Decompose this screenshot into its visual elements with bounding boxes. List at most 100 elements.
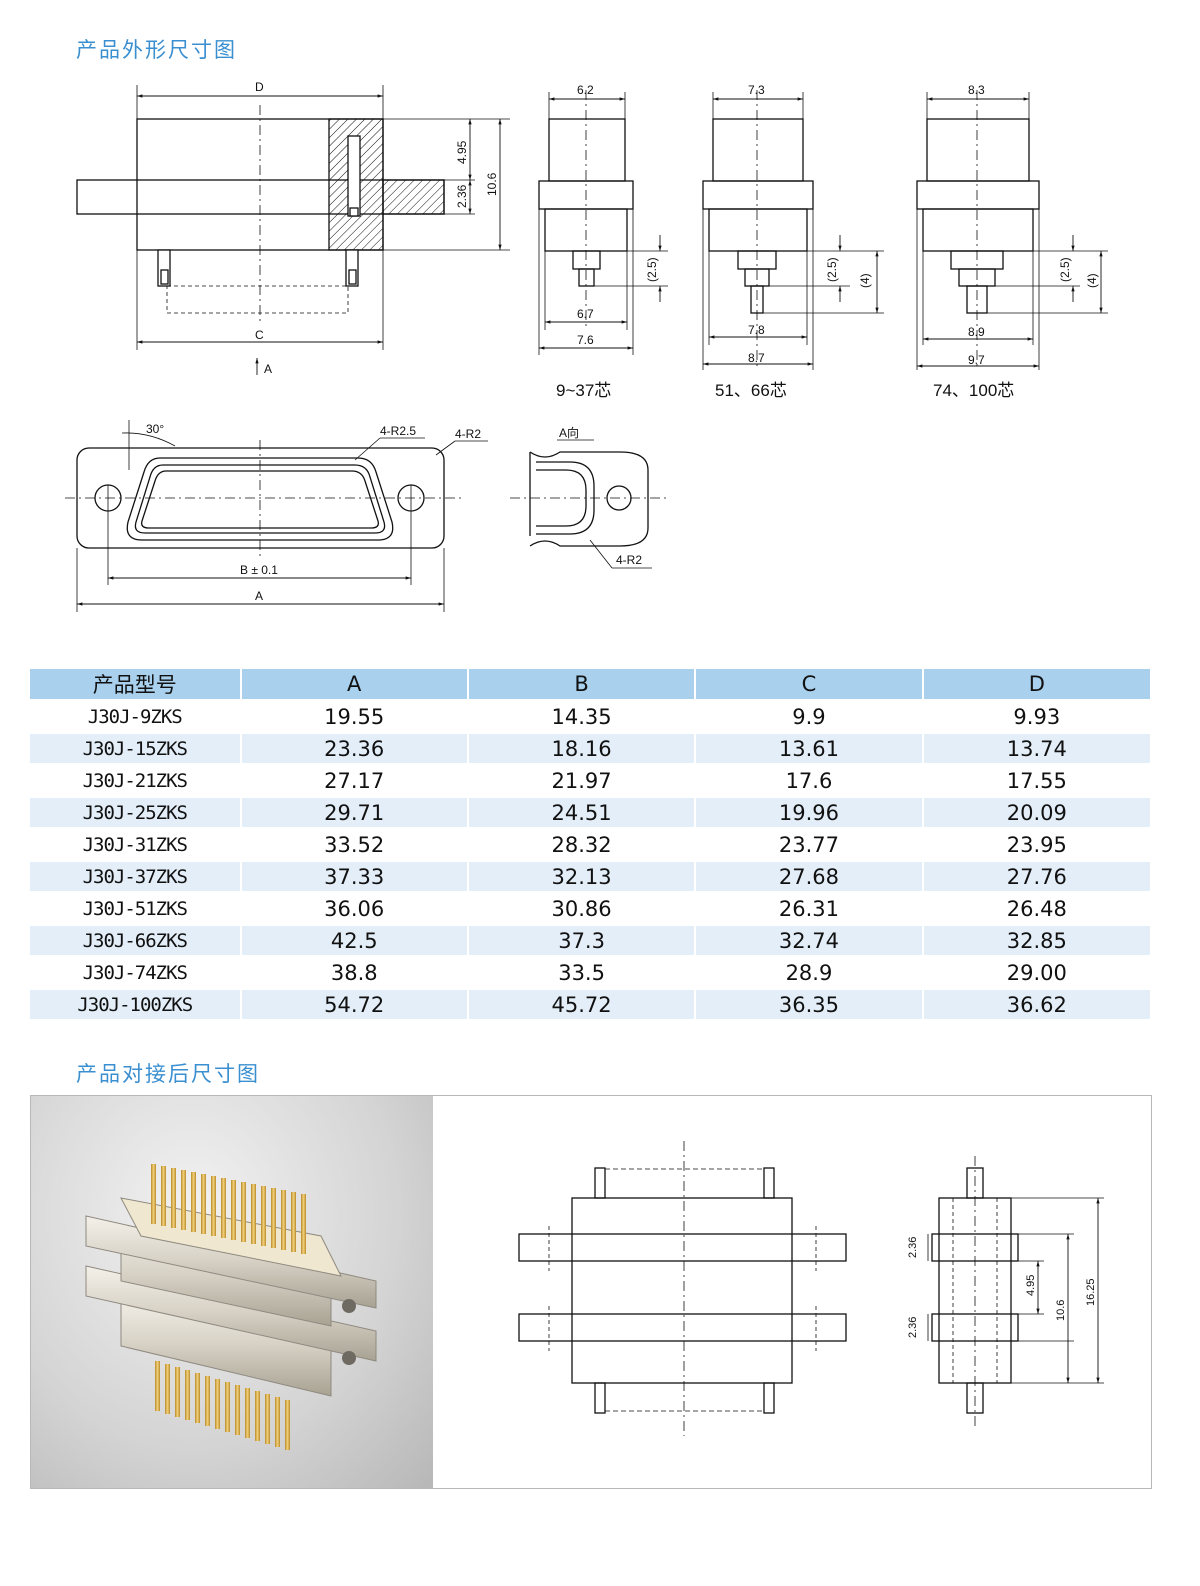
cell-d: 20.09 <box>923 798 1152 830</box>
sv1-caption: 9~37芯 <box>556 381 611 400</box>
cell-model: J30J-9ZKS <box>30 702 242 734</box>
table-header-row: 产品型号 A B C D <box>30 669 1152 702</box>
cell-c: 9.9 <box>696 702 924 734</box>
cell-a: 36.06 <box>241 894 469 926</box>
cell-b: 37.3 <box>468 926 697 958</box>
outline-drawing: D C A 4.95 2.36 10.6 6.2 6.7 7.6 (2.5) 9… <box>65 80 1108 612</box>
sv1-bottom-dim: 7.6 <box>577 333 594 347</box>
cell-c: 27.68 <box>696 862 924 894</box>
table-row: J30J-100ZKS 54.72 45.72 36.35 36.62 <box>30 990 1152 1022</box>
mated-dim-2-36-bottom: 2.36 <box>907 1317 919 1338</box>
cell-model: J30J-15ZKS <box>30 734 242 766</box>
cell-c: 23.77 <box>696 830 924 862</box>
dim-4-95: 4.95 <box>455 140 469 164</box>
outline-section-title: 产品外形尺寸图 <box>76 38 237 62</box>
sv3-mid-dim: 8.9 <box>968 325 985 339</box>
a-view-title: A向 <box>559 425 579 440</box>
cell-a: 29.71 <box>241 798 469 830</box>
sv1-top-dim: 6.2 <box>577 83 594 97</box>
sv3-top-dim: 8.3 <box>968 83 985 97</box>
cell-c: 28.9 <box>696 958 924 990</box>
front-view <box>65 420 488 612</box>
sv1-pin-dim: (2.5) <box>645 257 659 282</box>
cell-a: 42.5 <box>241 926 469 958</box>
table-row: J30J-15ZKS 23.36 18.16 13.61 13.74 <box>30 734 1152 766</box>
cell-b: 21.97 <box>468 766 697 798</box>
header-a: A <box>241 669 469 702</box>
cell-c: 26.31 <box>696 894 924 926</box>
cell-d: 36.62 <box>923 990 1152 1022</box>
cell-d: 23.95 <box>923 830 1152 862</box>
radius-r2-5: 4-R2.5 <box>380 424 416 438</box>
table-row: J30J-9ZKS 19.55 14.35 9.9 9.93 <box>30 702 1152 734</box>
sv3-caption: 74、100芯 <box>933 381 1014 400</box>
side-view-51-66 <box>702 90 884 370</box>
mated-drawing: 2.36 2.36 4.95 10.6 16.25 <box>518 1141 1104 1436</box>
header-c: C <box>696 669 924 702</box>
cell-b: 32.13 <box>468 862 697 894</box>
cell-d: 27.76 <box>923 862 1152 894</box>
cell-b: 28.32 <box>468 830 697 862</box>
cell-model: J30J-21ZKS <box>30 766 242 798</box>
sv3-bottom-dim: 9.7 <box>968 353 985 367</box>
cell-d: 17.55 <box>923 766 1152 798</box>
cell-b: 24.51 <box>468 798 697 830</box>
header-b: B <box>468 669 697 702</box>
side-view-9-37 <box>538 90 668 355</box>
mated-section-title: 产品对接后尺寸图 <box>76 1062 260 1086</box>
table-row: J30J-37ZKS 37.33 32.13 27.68 27.76 <box>30 862 1152 894</box>
spec-table: 产品型号 A B C D J30J-9ZKS 19.55 14.35 9.9 9… <box>30 669 1152 1022</box>
table-row: J30J-74ZKS 38.8 33.5 28.9 29.00 <box>30 958 1152 990</box>
table-row: J30J-25ZKS 29.71 24.51 19.96 20.09 <box>30 798 1152 830</box>
angle-30: 30° <box>146 422 164 436</box>
cell-model: J30J-25ZKS <box>30 798 242 830</box>
cell-a: 37.33 <box>241 862 469 894</box>
cell-a: 33.52 <box>241 830 469 862</box>
dim-A: A <box>255 589 263 603</box>
cell-c: 36.35 <box>696 990 924 1022</box>
table-row: J30J-21ZKS 27.17 21.97 17.6 17.55 <box>30 766 1152 798</box>
sv2-pin2-dim: (4) <box>858 273 872 288</box>
cell-c: 17.6 <box>696 766 924 798</box>
side-view-74-100 <box>916 90 1108 370</box>
cell-d: 26.48 <box>923 894 1152 926</box>
sv2-caption: 51、66芯 <box>715 381 787 400</box>
cell-c: 13.61 <box>696 734 924 766</box>
cell-b: 33.5 <box>468 958 697 990</box>
connector-product-photo <box>31 1096 433 1488</box>
sv2-mid-dim: 7.8 <box>748 323 765 337</box>
cell-b: 18.16 <box>468 734 697 766</box>
cell-c: 32.74 <box>696 926 924 958</box>
cell-model: J30J-37ZKS <box>30 862 242 894</box>
sv3-pin-dim: (2.5) <box>1058 257 1072 282</box>
cell-a: 54.72 <box>241 990 469 1022</box>
sv2-bottom-dim: 8.7 <box>748 351 765 365</box>
cell-a: 38.8 <box>241 958 469 990</box>
cell-a: 23.36 <box>241 734 469 766</box>
cell-a: 27.17 <box>241 766 469 798</box>
main-side-view <box>76 85 510 375</box>
cell-d: 13.74 <box>923 734 1152 766</box>
mated-dimension-panel: 2.36 2.36 4.95 10.6 16.25 <box>30 1095 1152 1489</box>
dim-B-tolerance: B ± 0.1 <box>240 563 278 577</box>
table-row: J30J-66ZKS 42.5 37.3 32.74 32.85 <box>30 926 1152 958</box>
cell-b: 30.86 <box>468 894 697 926</box>
mated-dim-16-25: 16.25 <box>1085 1278 1097 1306</box>
mated-dim-4-95: 4.95 <box>1025 1275 1037 1296</box>
cell-d: 9.93 <box>923 702 1152 734</box>
dim-2-36: 2.36 <box>455 184 469 208</box>
connector-render <box>85 1164 377 1450</box>
cell-a: 19.55 <box>241 702 469 734</box>
table-row: J30J-51ZKS 36.06 30.86 26.31 26.48 <box>30 894 1152 926</box>
radius-r2: 4-R2 <box>455 427 481 441</box>
cell-model: J30J-100ZKS <box>30 990 242 1022</box>
dim-10-6: 10.6 <box>485 172 499 196</box>
cell-d: 29.00 <box>923 958 1152 990</box>
table-row: J30J-31ZKS 33.52 28.32 23.77 23.95 <box>30 830 1152 862</box>
cell-model: J30J-66ZKS <box>30 926 242 958</box>
cell-d: 32.85 <box>923 926 1152 958</box>
cell-model: J30J-51ZKS <box>30 894 242 926</box>
sv1-mid-dim: 6.7 <box>577 307 594 321</box>
header-model: 产品型号 <box>30 669 242 702</box>
sv3-pin2-dim: (4) <box>1085 273 1099 288</box>
